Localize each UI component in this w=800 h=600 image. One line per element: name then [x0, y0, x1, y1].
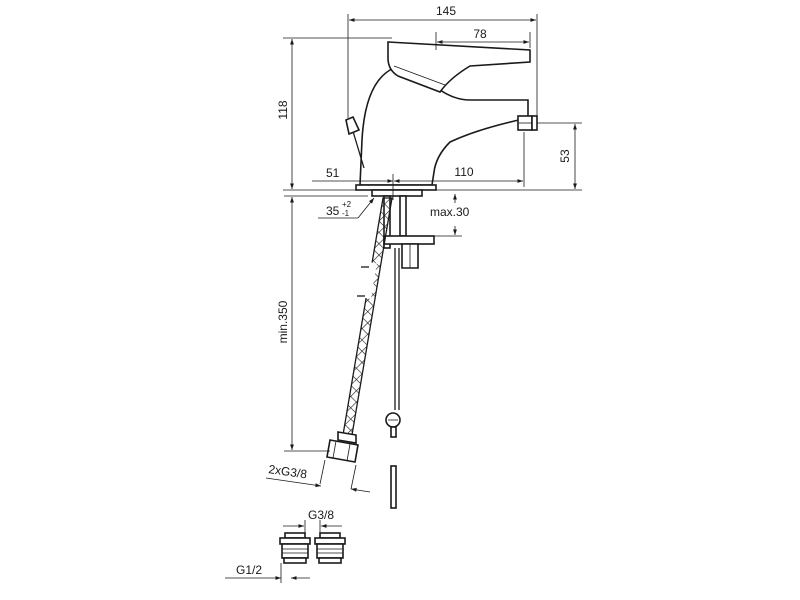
- dimension-hose-thread: 2xG3/8: [265, 459, 371, 493]
- dim-label-110: 110: [454, 165, 473, 179]
- angle-tolerance-lower: -1: [342, 209, 350, 218]
- popup-rod: [385, 248, 401, 509]
- dimension-overall-width: 145: [347, 4, 538, 118]
- dimension-adapter-bottom: G1/2: [225, 563, 310, 583]
- dim-label-145: 145: [436, 4, 456, 18]
- adapter-right: [314, 532, 346, 564]
- adapter-left: [279, 532, 311, 564]
- angle-tolerance-upper: +2: [342, 200, 352, 209]
- dimension-hose-length: min.350: [276, 195, 368, 452]
- dimension-spout-reach: 110: [394, 132, 525, 187]
- faucet-body: [355, 41, 538, 191]
- dim-label-118: 118: [276, 100, 290, 119]
- dimension-angle: 35 +2 -1: [318, 197, 375, 219]
- dim-label-g12: G1/2: [236, 563, 262, 577]
- dim-label-min350: min.350: [276, 300, 290, 343]
- dimension-spout-height: 53: [436, 122, 582, 191]
- dim-label-g38: G3/8: [308, 508, 334, 522]
- dim-label-53: 53: [558, 149, 572, 163]
- dimension-lever-width: 78: [435, 27, 531, 50]
- dim-label-hose-thread: 2xG3/8: [268, 462, 309, 481]
- popup-knob: [345, 115, 365, 169]
- flexible-hose: [326, 197, 393, 463]
- dimension-adapter-top: G3/8: [283, 508, 342, 533]
- dim-label-35: 35: [326, 204, 340, 218]
- dim-label-51: 51: [326, 166, 340, 180]
- dim-label-max30: max.30: [430, 205, 470, 219]
- dimension-height: 118: [276, 37, 392, 191]
- dimension-max-deck: max.30: [406, 194, 470, 237]
- dim-label-78: 78: [473, 27, 487, 41]
- dimension-base-offset: 51: [312, 166, 394, 200]
